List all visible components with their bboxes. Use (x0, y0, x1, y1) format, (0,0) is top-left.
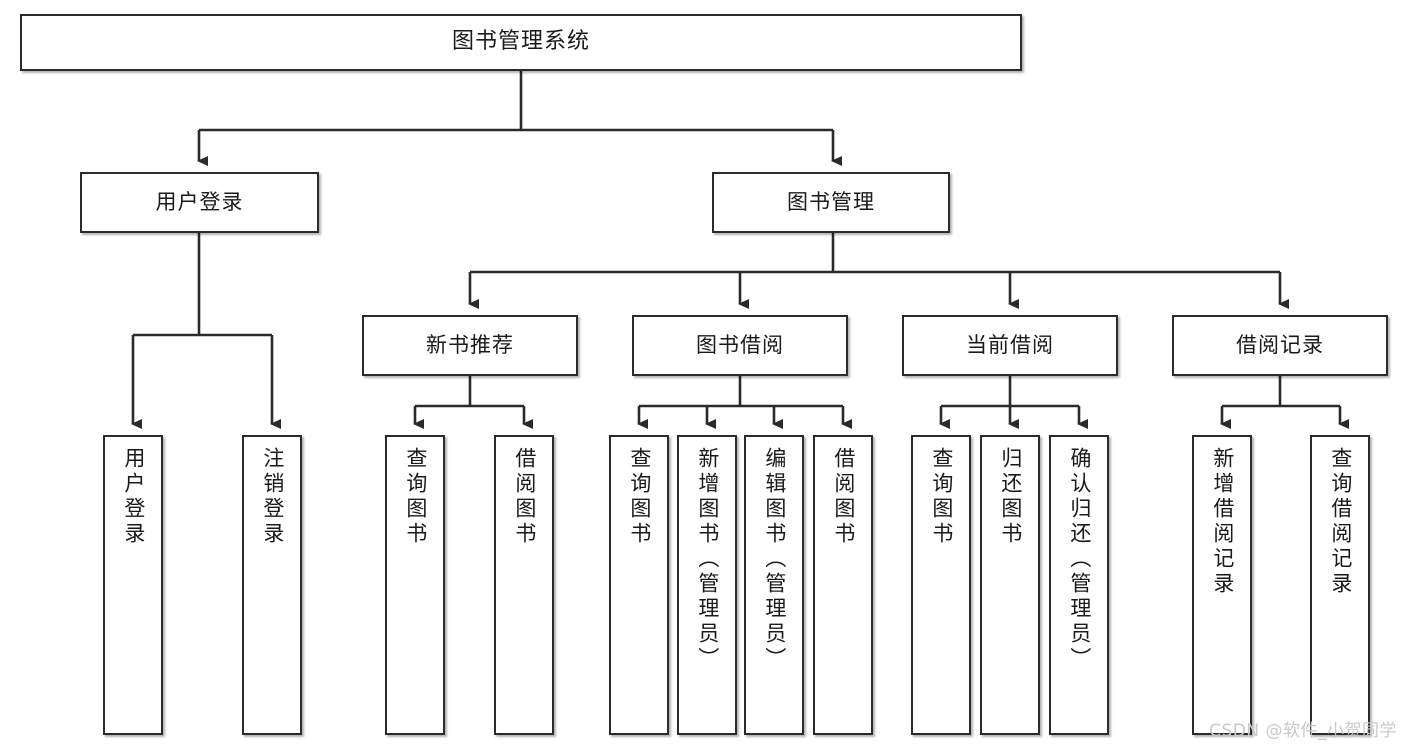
node-leaf-add-record-label: 新增借阅记录 (1210, 447, 1235, 597)
node-user-login-label: 用户登录 (155, 189, 244, 214)
node-leaf-logout-login[interactable]: 注销登录 (242, 435, 302, 735)
node-leaf-borrow-book-2-label: 借阅图书 (831, 447, 856, 547)
node-leaf-query-book-1-label: 查询图书 (403, 447, 428, 547)
node-leaf-add-book-label: 新增图书（管理员） (695, 447, 720, 672)
node-book-borrow-label: 图书借阅 (696, 332, 784, 357)
node-leaf-return-book-label: 归还图书 (998, 447, 1023, 547)
node-current-borrow[interactable]: 当前借阅 (902, 315, 1118, 376)
node-leaf-edit-book[interactable]: 编辑图书（管理员） (744, 435, 804, 735)
node-leaf-borrow-book-1[interactable]: 借阅图书 (494, 435, 554, 735)
node-book-manage[interactable]: 图书管理 (712, 172, 950, 233)
node-leaf-borrow-book-1-label: 借阅图书 (512, 447, 537, 547)
node-user-login[interactable]: 用户登录 (80, 172, 319, 233)
node-book-manage-label: 图书管理 (787, 189, 875, 214)
node-leaf-logout-login-label: 注销登录 (260, 447, 285, 547)
node-book-borrow[interactable]: 图书借阅 (632, 315, 848, 376)
node-leaf-query-book-3-label: 查询图书 (929, 447, 954, 547)
node-leaf-return-book[interactable]: 归还图书 (980, 435, 1040, 735)
node-leaf-query-book-3[interactable]: 查询图书 (911, 435, 971, 735)
node-leaf-query-record-label: 查询借阅记录 (1328, 447, 1353, 597)
node-borrow-record-label: 借阅记录 (1236, 332, 1324, 357)
node-leaf-query-book-1[interactable]: 查询图书 (385, 435, 445, 735)
node-root-label: 图书管理系统 (451, 29, 590, 55)
node-new-book-recommend-label: 新书推荐 (426, 332, 514, 357)
node-leaf-user-login[interactable]: 用户登录 (103, 435, 163, 735)
node-borrow-record[interactable]: 借阅记录 (1172, 315, 1388, 376)
node-new-book-recommend[interactable]: 新书推荐 (362, 315, 578, 376)
node-leaf-confirm-return-label: 确认归还（管理员） (1067, 447, 1092, 672)
node-leaf-confirm-return[interactable]: 确认归还（管理员） (1049, 435, 1109, 735)
node-current-borrow-label: 当前借阅 (966, 332, 1054, 357)
node-leaf-query-book-2-label: 查询图书 (627, 447, 652, 547)
node-leaf-edit-book-label: 编辑图书（管理员） (762, 447, 787, 672)
watermark: CSDN @软件_小贺同学 (1209, 721, 1397, 741)
node-leaf-borrow-book-2[interactable]: 借阅图书 (813, 435, 873, 735)
node-leaf-user-login-label: 用户登录 (121, 447, 146, 547)
node-leaf-add-record[interactable]: 新增借阅记录 (1192, 435, 1252, 735)
node-leaf-query-record[interactable]: 查询借阅记录 (1310, 435, 1370, 735)
node-root[interactable]: 图书管理系统 (20, 14, 1022, 71)
node-leaf-query-book-2[interactable]: 查询图书 (609, 435, 669, 735)
node-leaf-add-book[interactable]: 新增图书（管理员） (677, 435, 737, 735)
